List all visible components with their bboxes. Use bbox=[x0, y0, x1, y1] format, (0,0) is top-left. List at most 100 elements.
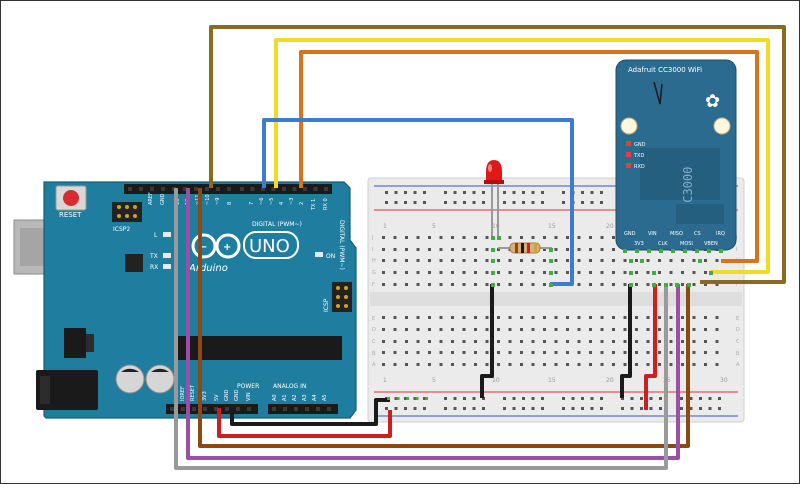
wire-black-arduino-gnd bbox=[230, 398, 390, 426]
breadboard-hole bbox=[600, 316, 604, 319]
rail-hole bbox=[640, 397, 643, 400]
breadboard-hole bbox=[451, 283, 454, 286]
breadboard-hole bbox=[497, 248, 500, 251]
breadboard-hole bbox=[382, 236, 385, 239]
logo-minus: − bbox=[199, 242, 207, 253]
breadboard-hole bbox=[439, 259, 443, 262]
cc3000-breakout: Adafruit CC3000 WiFi ✿ CC3000 GND TXD RX… bbox=[615, 59, 737, 251]
digital-pin bbox=[194, 187, 198, 191]
breadboard-hole bbox=[531, 340, 535, 343]
breadboard-hole bbox=[428, 259, 431, 262]
breadboard-hole bbox=[612, 351, 615, 354]
row-letter-f-right: F bbox=[736, 282, 739, 288]
breadboard-hole bbox=[405, 259, 408, 262]
cc3000-header-pins bbox=[387, 236, 723, 400]
cc3000-chip-area bbox=[640, 148, 720, 200]
breadboard-hole bbox=[393, 316, 397, 319]
row-letter-h: H bbox=[372, 258, 376, 264]
rail-connected-hole bbox=[387, 397, 390, 400]
power-pin-label-3v3: 3V3 bbox=[202, 391, 208, 401]
rail-hole bbox=[503, 397, 506, 400]
breadboard-hole bbox=[439, 351, 443, 354]
rail-hole bbox=[413, 201, 417, 204]
analog-header bbox=[268, 404, 338, 414]
uno-badge bbox=[243, 231, 299, 259]
breadboard-hole bbox=[623, 363, 627, 366]
rail-hole bbox=[385, 191, 388, 194]
row-letter-e-right: E bbox=[736, 316, 739, 322]
rail-hole bbox=[444, 407, 447, 410]
breadboard-hole bbox=[497, 271, 500, 274]
row-letter-g: G bbox=[372, 270, 376, 276]
digital-pin bbox=[282, 187, 286, 191]
breadboard-hole bbox=[428, 271, 431, 274]
rail-hole bbox=[394, 201, 398, 204]
breadboard-hole bbox=[439, 283, 443, 286]
breadboard-hole bbox=[577, 351, 581, 354]
breadboard-hole bbox=[416, 271, 420, 274]
rail-hole bbox=[404, 397, 407, 400]
cc3000-pin bbox=[683, 249, 687, 253]
connected-hole bbox=[491, 271, 495, 275]
breadboard-hole bbox=[520, 351, 523, 354]
breadboard-hole bbox=[428, 340, 431, 343]
breadboard-hole bbox=[428, 283, 431, 286]
rail-hole bbox=[680, 407, 683, 410]
breadboard-hole bbox=[382, 259, 385, 262]
wire-gray-pin13-to-clk bbox=[174, 188, 668, 470]
breadboard-hole bbox=[462, 271, 466, 274]
wire-black-led-to-gnd-rail bbox=[480, 284, 494, 398]
breadboard-hole bbox=[543, 271, 546, 274]
breadboard-hole bbox=[474, 351, 477, 354]
icsp2-pin bbox=[125, 205, 129, 209]
breadboard-hole bbox=[451, 351, 454, 354]
rail-hole bbox=[512, 407, 516, 410]
rail-hole bbox=[423, 407, 426, 410]
breadboard-hole bbox=[428, 363, 431, 366]
breadboard-hole bbox=[416, 340, 420, 343]
pin-label-10: ~10 bbox=[205, 194, 211, 205]
connected-hole bbox=[549, 271, 553, 275]
col-number-top-1: 1 bbox=[383, 223, 387, 230]
rail-hole bbox=[394, 191, 398, 194]
power-pin bbox=[247, 407, 251, 411]
pin-label-3: ~3 bbox=[289, 198, 295, 205]
cc3000-pin-label-irq: IRQ bbox=[716, 231, 725, 237]
icsp2-pin bbox=[117, 205, 121, 209]
breadboard-hole bbox=[451, 316, 454, 319]
breadboard-hole bbox=[439, 316, 443, 319]
breadboard-hole bbox=[393, 351, 397, 354]
rail-hole bbox=[423, 191, 426, 194]
breadboard-hole bbox=[612, 316, 615, 319]
breadboard-hole bbox=[543, 236, 546, 239]
rail-hole bbox=[541, 201, 544, 204]
breadboard-hole bbox=[669, 283, 673, 286]
connected-hole bbox=[675, 283, 679, 287]
rail-hole bbox=[630, 407, 634, 410]
cc3000-pin bbox=[635, 249, 639, 253]
rail-hole bbox=[689, 397, 693, 400]
breadboard-hole bbox=[497, 340, 500, 343]
digital-pin bbox=[313, 187, 318, 191]
icsp-pin bbox=[344, 295, 348, 299]
rail-hole bbox=[718, 407, 721, 410]
col-number-bottom-10: 10 bbox=[492, 377, 500, 384]
breadboard-hole bbox=[623, 316, 627, 319]
rail-hole bbox=[590, 407, 594, 410]
breadboard-hole bbox=[508, 316, 512, 319]
breadboard-hole bbox=[393, 236, 397, 239]
breadboard-hole bbox=[635, 340, 638, 343]
breadboard-hole bbox=[577, 259, 581, 262]
breadboard-hole bbox=[658, 316, 661, 319]
breadboard-hole bbox=[393, 328, 397, 331]
wire-red-arduino-5v bbox=[217, 408, 392, 438]
pin-label-2: 2 bbox=[299, 202, 305, 205]
breadboard-hole bbox=[428, 236, 431, 239]
reset-button-cap[interactable] bbox=[63, 190, 79, 206]
breadboard-hole bbox=[715, 283, 719, 286]
breadboard-hole bbox=[405, 340, 408, 343]
status-led-txd bbox=[626, 152, 631, 157]
digital-pin bbox=[303, 187, 307, 191]
resistor bbox=[498, 242, 552, 254]
connected-hole bbox=[491, 248, 495, 252]
